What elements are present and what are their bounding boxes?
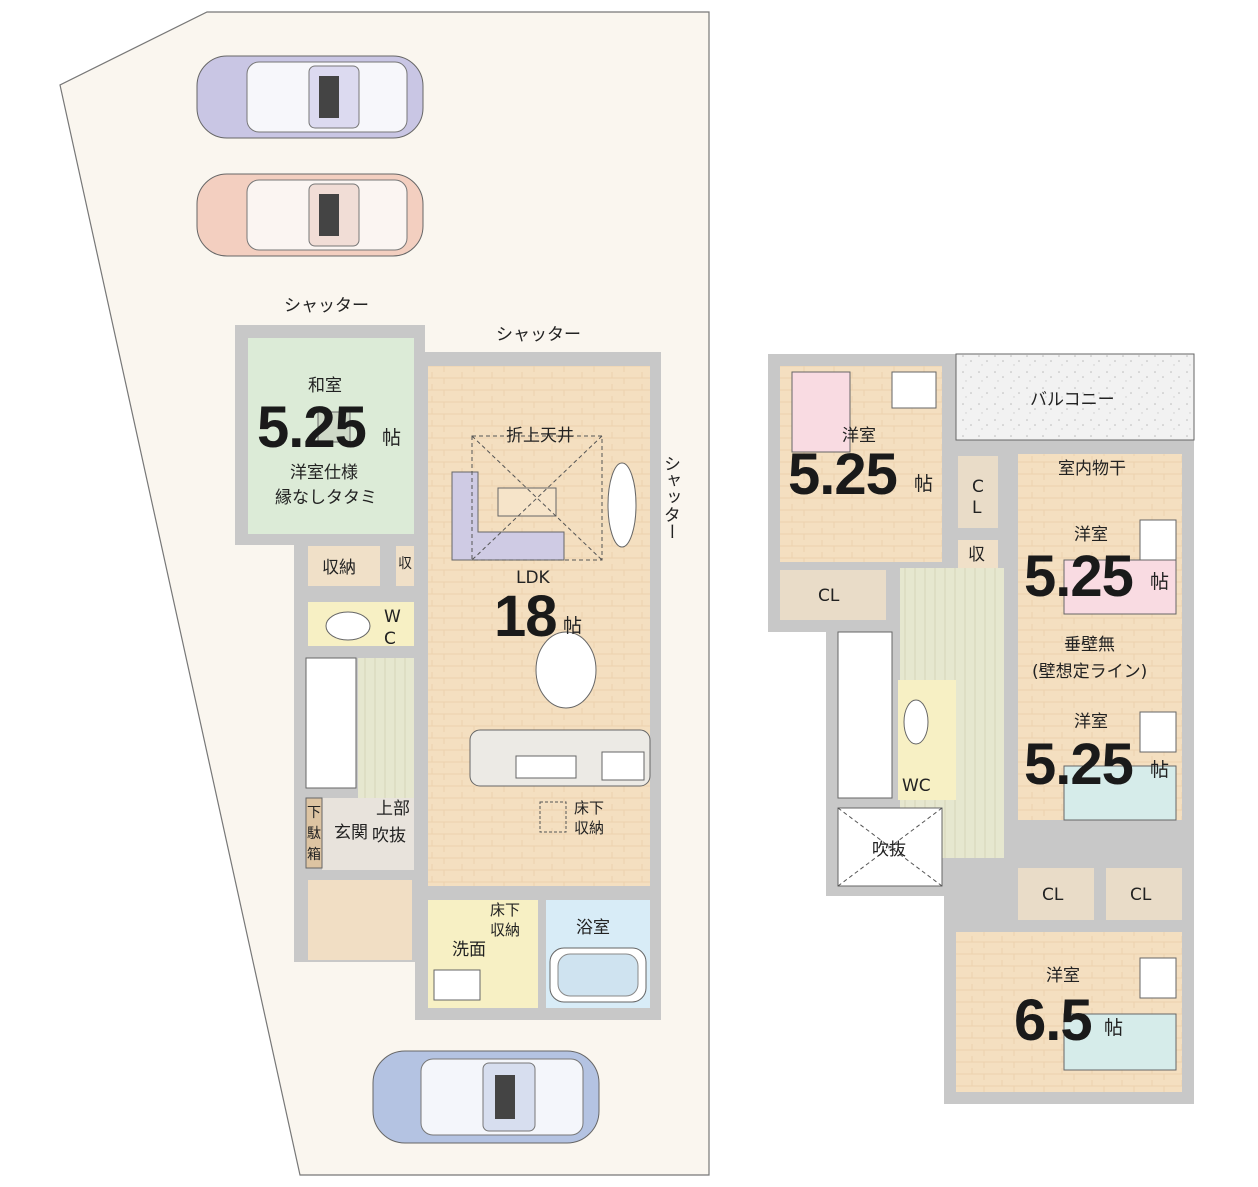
getabako-line2: 駄 xyxy=(307,826,321,842)
cl-vertical xyxy=(958,456,998,528)
bed-icon xyxy=(1063,765,1177,821)
sink-icon xyxy=(433,969,481,1001)
toilet-icon xyxy=(325,611,371,641)
stairs-icon xyxy=(837,631,893,799)
balcony-label: バルコニー xyxy=(1030,390,1115,410)
tv-stand xyxy=(607,462,637,548)
desk-icon xyxy=(1139,519,1177,561)
cl2-closet xyxy=(1018,868,1094,920)
car-icon xyxy=(196,173,424,257)
ldk-room xyxy=(428,366,650,886)
room1-name: 洋室 xyxy=(842,426,876,446)
getabako-line3: 箱 xyxy=(307,847,321,863)
getabako xyxy=(305,797,323,869)
washitsu-name: 和室 xyxy=(308,376,342,396)
hall xyxy=(358,658,414,798)
desk-icon xyxy=(1139,711,1177,753)
wc-label-c: C xyxy=(384,629,396,649)
cl3-label: CL xyxy=(1130,885,1152,905)
porch xyxy=(308,880,412,960)
yokushitsu-label: 浴室 xyxy=(576,918,610,938)
table-icon xyxy=(497,487,557,517)
shuno-closet xyxy=(308,546,380,586)
room1-size: 5.25 xyxy=(788,442,897,507)
room2-unit: 帖 xyxy=(1150,571,1169,593)
stairs-icon xyxy=(305,657,357,789)
yukashita1-line2: 収納 xyxy=(574,819,604,837)
bed-icon xyxy=(1063,1013,1177,1071)
genkan-label: 玄関 xyxy=(334,823,368,843)
yukashita2-line1: 床下 xyxy=(490,901,520,919)
cl3-closet xyxy=(1106,868,1182,920)
cl-v-c: C xyxy=(972,477,984,497)
ldk-unit: 帖 xyxy=(563,615,582,637)
jobu-line2: 吹抜 xyxy=(372,826,406,846)
shitsunai-label: 室内物干 xyxy=(1058,459,1126,479)
svg-text:シャッター: シャッター xyxy=(660,455,680,540)
wc-label-w: W xyxy=(384,607,401,627)
shitsunai-area xyxy=(1018,454,1182,484)
wc-2f xyxy=(898,680,956,800)
shu2-label: 収 xyxy=(968,545,985,565)
senmen-label: 洗面 xyxy=(452,940,486,960)
bed-icon xyxy=(1063,559,1177,615)
ceiling-label: 折上天井 xyxy=(506,426,574,446)
washitsu-note2: 縁なしタタミ xyxy=(275,488,377,508)
getabako-line1: 下 xyxy=(307,805,321,821)
fukinuke-label: 吹抜 xyxy=(872,840,906,860)
sofa-icon xyxy=(451,471,565,561)
jobu-line1: 上部 xyxy=(376,799,410,819)
room1-unit: 帖 xyxy=(914,473,933,495)
ldk-size: 18 xyxy=(494,584,557,649)
cl-v-l: L xyxy=(972,498,982,518)
room3-unit: 帖 xyxy=(1150,759,1169,781)
shu-label: 収 xyxy=(398,556,412,572)
room2-size: 5.25 xyxy=(1024,544,1133,609)
wc2-label: WC xyxy=(902,776,931,796)
bed-icon xyxy=(791,371,851,453)
cl1-closet xyxy=(780,570,886,620)
shu2-closet xyxy=(958,540,998,568)
shutter-label-left: シャッター xyxy=(284,296,369,316)
cl1-label: CL xyxy=(818,586,840,606)
room2-name: 洋室 xyxy=(1074,525,1108,545)
room3-size: 5.25 xyxy=(1024,732,1133,797)
desk-icon xyxy=(1139,957,1177,999)
shuno-label: 収納 xyxy=(322,558,356,578)
car-icon xyxy=(372,1050,600,1144)
shu-closet xyxy=(396,546,414,586)
shutter-label-mid: シャッター xyxy=(496,325,581,345)
tarekabe-label: 垂壁無 xyxy=(1064,635,1115,655)
desk-icon xyxy=(891,371,937,409)
washitsu-note1: 洋室仕様 xyxy=(290,463,358,483)
washitsu-unit: 帖 xyxy=(382,427,401,449)
room4-size: 6.5 xyxy=(1014,988,1092,1053)
room4-name: 洋室 xyxy=(1046,966,1080,986)
ldk-name: LDK xyxy=(516,568,551,588)
cl2-label: CL xyxy=(1042,885,1064,905)
yukashita2-line2: 収納 xyxy=(490,921,520,939)
room4-unit: 帖 xyxy=(1104,1017,1123,1039)
shutter-label-right: シャッター xyxy=(660,455,680,540)
dining-table xyxy=(535,631,597,709)
washitsu-size: 5.25 xyxy=(257,395,366,460)
balcony xyxy=(955,353,1195,441)
toilet-icon xyxy=(903,699,929,745)
yukashita1-line1: 床下 xyxy=(574,799,604,817)
kabe-line-label: (壁想定ライン) xyxy=(1032,662,1147,682)
room3-name: 洋室 xyxy=(1074,712,1108,732)
car-icon xyxy=(196,55,424,139)
genkan xyxy=(322,798,414,870)
